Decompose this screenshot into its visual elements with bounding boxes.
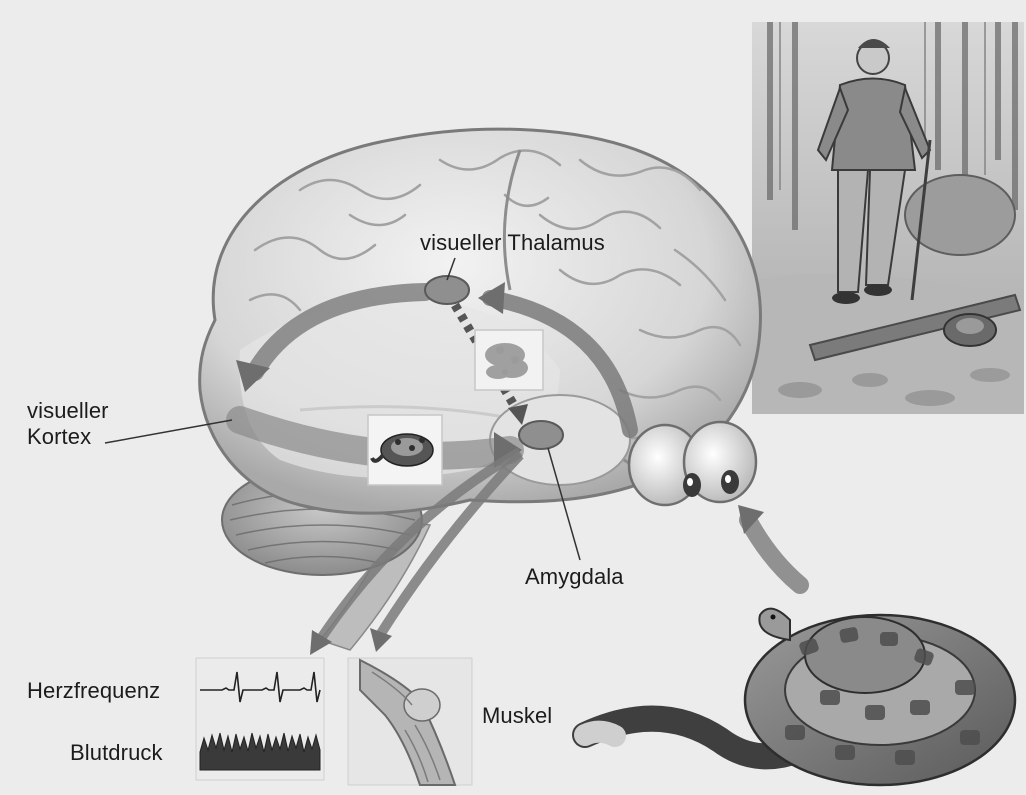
sharp-snake-thumbnail: [368, 415, 442, 485]
vitals-panel: [196, 658, 324, 780]
amygdala-nucleus: [519, 421, 563, 449]
amygdala-label: Amygdala: [525, 564, 624, 590]
thalamus-nucleus: [425, 276, 469, 304]
eyes-illustration: [629, 422, 756, 505]
blood-pressure-label: Blutdruck: [70, 740, 163, 766]
blurry-snake-thumbnail: [475, 330, 543, 390]
muscle-label: Muskel: [482, 703, 552, 729]
hiker-scene: [752, 22, 1024, 414]
cortex-label: visueller Kortex: [27, 398, 109, 450]
heart-rate-label: Herzfrequenz: [27, 678, 160, 704]
leg-muscle-illustration: [348, 658, 472, 785]
thalamus-label: visueller Thalamus: [420, 230, 605, 256]
